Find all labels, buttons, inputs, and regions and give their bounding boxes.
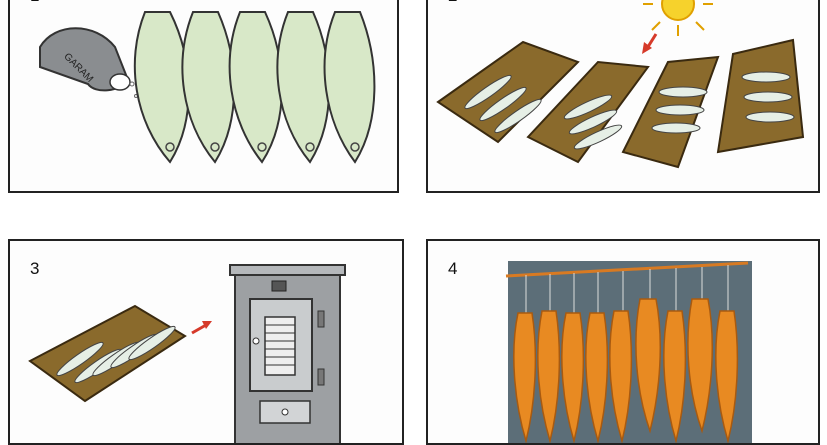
step-number-1: 1 — [30, 0, 39, 6]
panel-salting: 1 GARAM — [8, 0, 399, 193]
panel-sun-drying: 2 — [426, 0, 820, 193]
hanging-strings — [525, 265, 729, 313]
tray-1 — [436, 40, 580, 144]
step-number-4: 4 — [448, 259, 458, 278]
oven-drying-illustration — [28, 264, 346, 443]
salt-bag-icon: GARAM — [39, 27, 144, 98]
smoked-fish-row — [513, 298, 739, 443]
fish-3 — [228, 11, 283, 164]
sun-drying-illustration — [436, 0, 805, 169]
fish-5 — [323, 11, 376, 164]
fish-4 — [276, 11, 331, 164]
salting-illustration: GARAM — [39, 11, 376, 164]
step-number-3: 3 — [30, 259, 40, 278]
panel-smoking: 4 — [426, 239, 820, 445]
smoking-illustration — [505, 261, 752, 443]
fish-1 — [133, 11, 190, 164]
fish-2 — [181, 11, 236, 164]
panel-oven-drying: 3 — [8, 239, 404, 445]
fish-tray — [28, 304, 187, 403]
sun-icon — [643, 0, 713, 36]
fish-row — [133, 11, 376, 164]
arrow-icon — [642, 33, 658, 54]
dryer-cabinet-icon — [229, 264, 346, 443]
step-number-2: 2 — [448, 0, 457, 6]
drying-trays — [436, 38, 805, 169]
hanging-rod — [505, 261, 749, 278]
fish-processing-steps: 1 GARAM — [8, 0, 820, 445]
arrow-icon — [191, 321, 212, 335]
